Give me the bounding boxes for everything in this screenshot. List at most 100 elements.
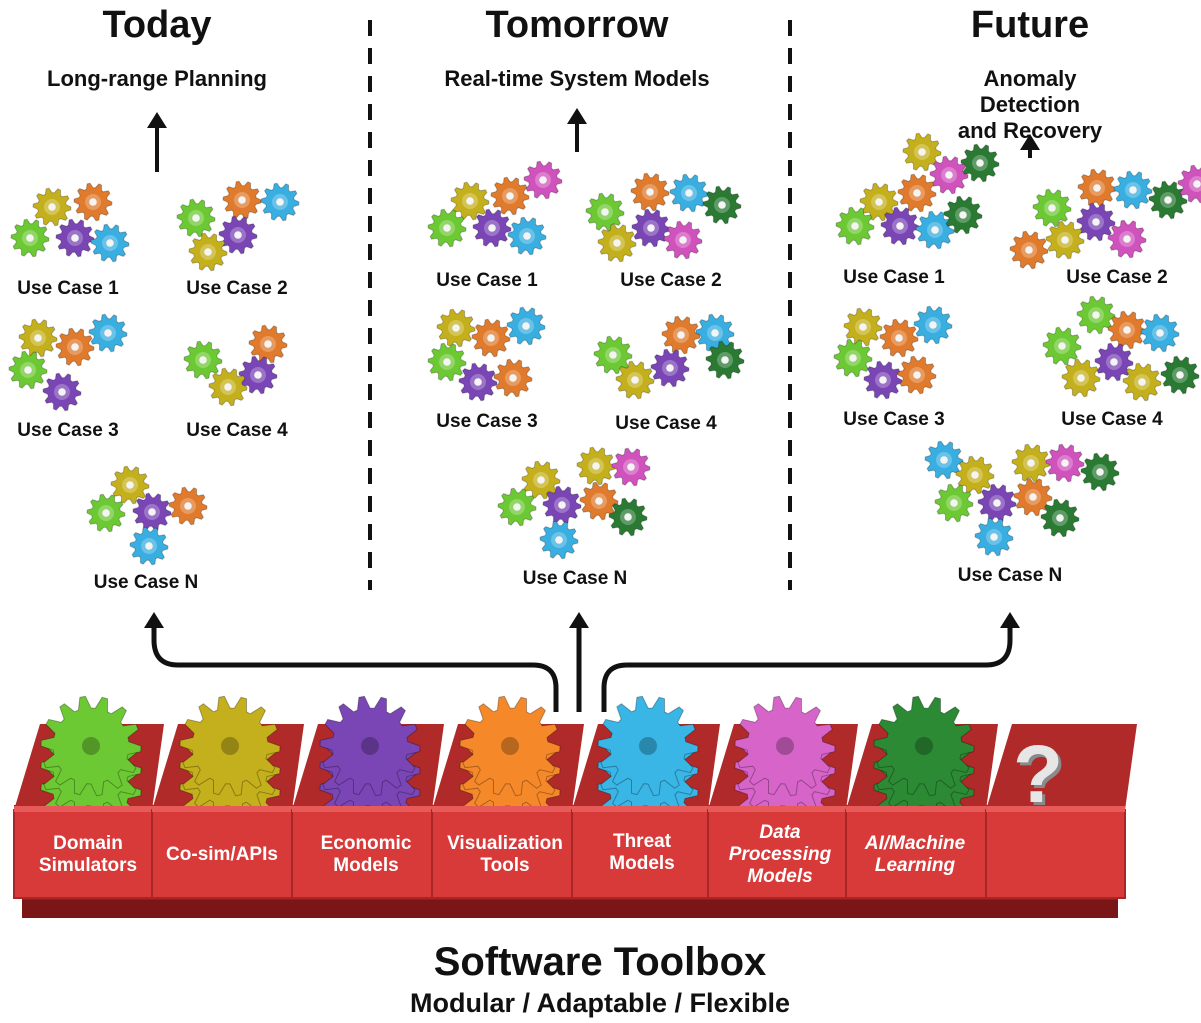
bin-label-threat-models: Threat Models [609, 831, 675, 874]
gear-icon [506, 306, 546, 346]
gear-icon [450, 181, 490, 221]
use-case-label: Use Case 3 [17, 420, 119, 441]
gear-hole [34, 334, 42, 342]
gear-icon [168, 486, 208, 526]
gear-hole [513, 503, 521, 511]
gear-icon [934, 483, 974, 523]
gear-hole [1156, 329, 1164, 337]
gear-icon [929, 155, 969, 195]
gear-icon [238, 355, 278, 395]
gear-hole [929, 321, 937, 329]
gear-icon [1061, 358, 1101, 398]
gear-icon [576, 446, 616, 486]
gear-hole [931, 226, 939, 234]
gear-hole [452, 324, 460, 332]
toolbox-bin [707, 695, 858, 899]
arrow-head [569, 612, 589, 628]
gear-icon [188, 232, 228, 272]
gear-hole [1029, 493, 1037, 501]
gear-hole [48, 203, 56, 211]
gear-hole [443, 224, 451, 232]
gear-icon [1094, 342, 1134, 382]
gear-icon [260, 182, 300, 222]
arrow-shaft [151, 628, 559, 712]
bin-gear [319, 695, 421, 797]
gear-hole [234, 231, 242, 239]
gear-hole [601, 208, 609, 216]
gear-hole [102, 509, 110, 517]
gear-icon [897, 173, 937, 213]
column-title-today: Today [102, 4, 212, 46]
gear-hole [879, 376, 887, 384]
gear-icon [960, 143, 1000, 183]
gear-hole [913, 189, 921, 197]
gear-icon [705, 340, 745, 380]
gear-hole [537, 476, 545, 484]
arrow-shaft [601, 628, 1013, 712]
gear-icon [702, 185, 742, 225]
bin-rim [14, 806, 152, 812]
toolbox-box [13, 695, 1137, 918]
bin-gear-hole [776, 737, 794, 755]
arrow-head [1000, 612, 1020, 628]
gear-icon [843, 307, 883, 347]
gear-icon [977, 483, 1017, 523]
gear-hole [1092, 218, 1100, 226]
gear-icon [222, 180, 262, 220]
gear-hole [26, 234, 34, 242]
gear-hole [595, 497, 603, 505]
gear-icon [1080, 452, 1120, 492]
gear-hole [506, 192, 514, 200]
gear-icon [695, 313, 735, 353]
gear-hole [1027, 459, 1035, 467]
gear-icon [1045, 220, 1085, 260]
column-subtitle-tomorrow: Real-time System Models [444, 66, 710, 91]
bin-front [431, 809, 573, 899]
gear-icon [18, 318, 58, 358]
gear-icon [472, 208, 512, 248]
arrows [144, 108, 1040, 712]
gear-icon [110, 465, 150, 505]
gear-icon [523, 160, 563, 200]
gear-icon [1077, 168, 1117, 208]
gear-hole [184, 502, 192, 510]
gear-icon [1076, 202, 1116, 242]
gear-hole [1193, 180, 1201, 188]
bin-front [985, 809, 1126, 899]
gear-hole [509, 374, 517, 382]
gear-hole [613, 239, 621, 247]
gear-icon [1011, 443, 1051, 483]
gear-icon [650, 348, 690, 388]
gear-hole [126, 481, 134, 489]
gear-hole [1058, 342, 1066, 350]
bin-back [986, 724, 1137, 810]
bin-label-ai-machine-learning: AI/Machine Learning [864, 833, 966, 876]
gear-hole [718, 201, 726, 209]
use-case-label: Use Case 4 [186, 420, 288, 441]
gear-icon [129, 526, 169, 566]
gear-icon [1076, 295, 1116, 335]
gear-hole [592, 462, 600, 470]
gear-hole [976, 159, 984, 167]
toolbox-bin [431, 695, 584, 899]
gear-hole [609, 351, 617, 359]
gear-icon [1107, 219, 1147, 259]
column-title-future: Future [970, 4, 1090, 46]
gear-icon [1040, 498, 1080, 538]
toolbox-bin [845, 695, 998, 899]
gear-hole [849, 354, 857, 362]
gear-hole [106, 239, 114, 247]
gear-hole [276, 198, 284, 206]
gear-hole [145, 542, 153, 550]
toolbox-bin [13, 695, 164, 899]
bin-gear-hole [639, 737, 657, 755]
use-case-label: Use Case N [93, 572, 199, 593]
gear-icon [611, 447, 651, 487]
gear-hole [679, 236, 687, 244]
bin-gear [459, 695, 561, 797]
arrow-head [567, 108, 587, 124]
bin-front [845, 809, 987, 899]
toolbox-bin [985, 724, 1137, 899]
gear-icon [42, 372, 82, 412]
